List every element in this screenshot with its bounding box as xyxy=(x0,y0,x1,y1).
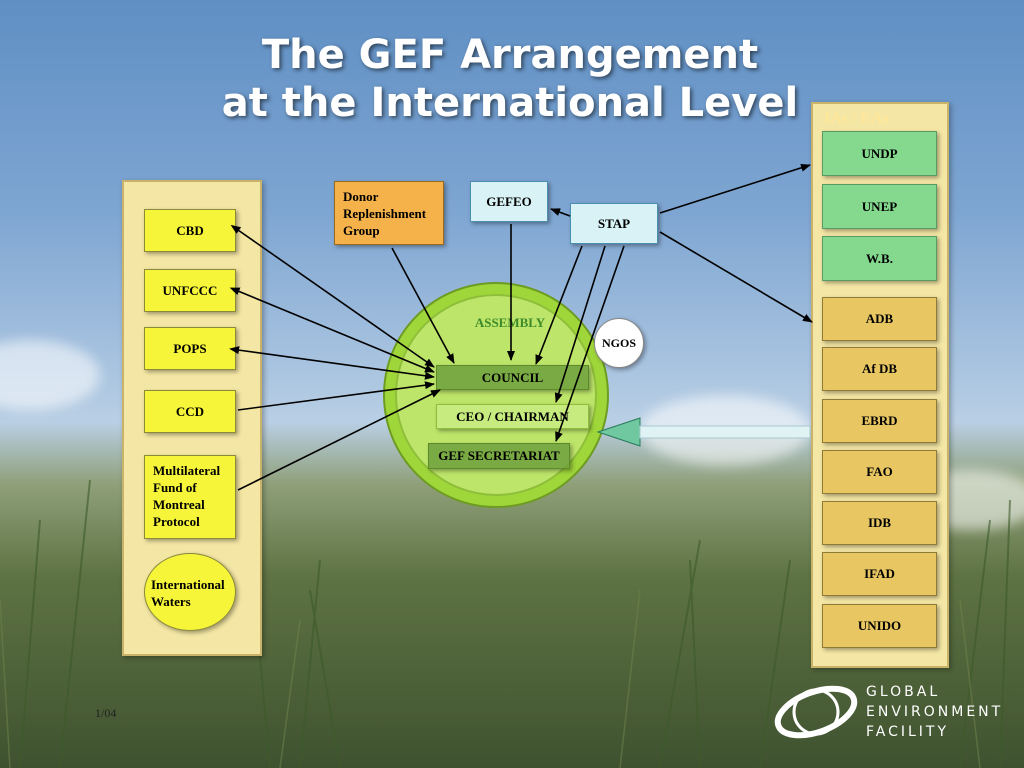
stap-box: STAP xyxy=(570,203,658,244)
ia-unep: UNEP xyxy=(822,184,937,229)
ea-fao: FAO xyxy=(822,450,937,494)
ea-ebrd: EBRD xyxy=(822,399,937,443)
arrow-stap-council xyxy=(535,245,583,365)
slide-title-line2: at the International Level xyxy=(221,80,799,126)
ea-ifad: IFAD xyxy=(822,552,937,596)
ea-idb: IDB xyxy=(822,501,937,545)
convention-cbd: CBD xyxy=(144,209,236,252)
ea-afdb: Af DB xyxy=(822,347,937,391)
arrow-ccd-council xyxy=(237,381,435,411)
gefeo-box: GEFEO xyxy=(470,181,548,222)
arrow-donor-council xyxy=(391,247,455,364)
arrow-agencies-ceo xyxy=(596,417,811,447)
arrow-cbd-council xyxy=(230,224,435,368)
gef-secretariat-box: GEF SECRETARIAT xyxy=(428,443,570,469)
arrow-stap-secretariat xyxy=(555,245,625,442)
logo-line1: GLOBAL xyxy=(866,684,941,700)
arrow-unfccc-council xyxy=(229,287,435,373)
assembly-label: ASSEMBLY xyxy=(474,315,546,330)
ia-undp: UNDP xyxy=(822,131,937,176)
ngos-circle: NGOS xyxy=(594,318,644,368)
convention-international-waters: International Waters xyxy=(144,553,236,631)
arrow-stap-ceo xyxy=(554,245,606,403)
logo-line3: FACILITY xyxy=(866,724,950,740)
convention-unfccc: UNFCCC xyxy=(144,269,236,312)
convention-pops: POPS xyxy=(144,327,236,370)
slide-title-line1: The GEF Arrangement xyxy=(261,32,759,78)
arrow-stap-gefeo xyxy=(550,208,571,217)
ia-world-bank: W.B. xyxy=(822,236,937,281)
convention-ccd: CCD xyxy=(144,390,236,433)
ea-unido: UNIDO xyxy=(822,604,937,648)
ias-eas-header: IAs / EAs xyxy=(824,110,889,127)
arrow-stap-adb xyxy=(659,231,813,323)
slide-number: 1/04 xyxy=(95,706,117,720)
arrow-montreal-council xyxy=(237,389,441,491)
ceo-chairman-box: CEO / CHAIRMAN xyxy=(436,404,589,429)
arrow-pops-council xyxy=(229,346,435,380)
convention-montreal-protocol: Multilateral Fund of Montreal Protocol xyxy=(144,455,236,539)
logo-line2: ENVIRONMENT xyxy=(866,704,1004,720)
arrow-stap-undp xyxy=(659,163,811,214)
ea-adb: ADB xyxy=(822,297,937,341)
gef-logo-icon xyxy=(774,685,858,739)
